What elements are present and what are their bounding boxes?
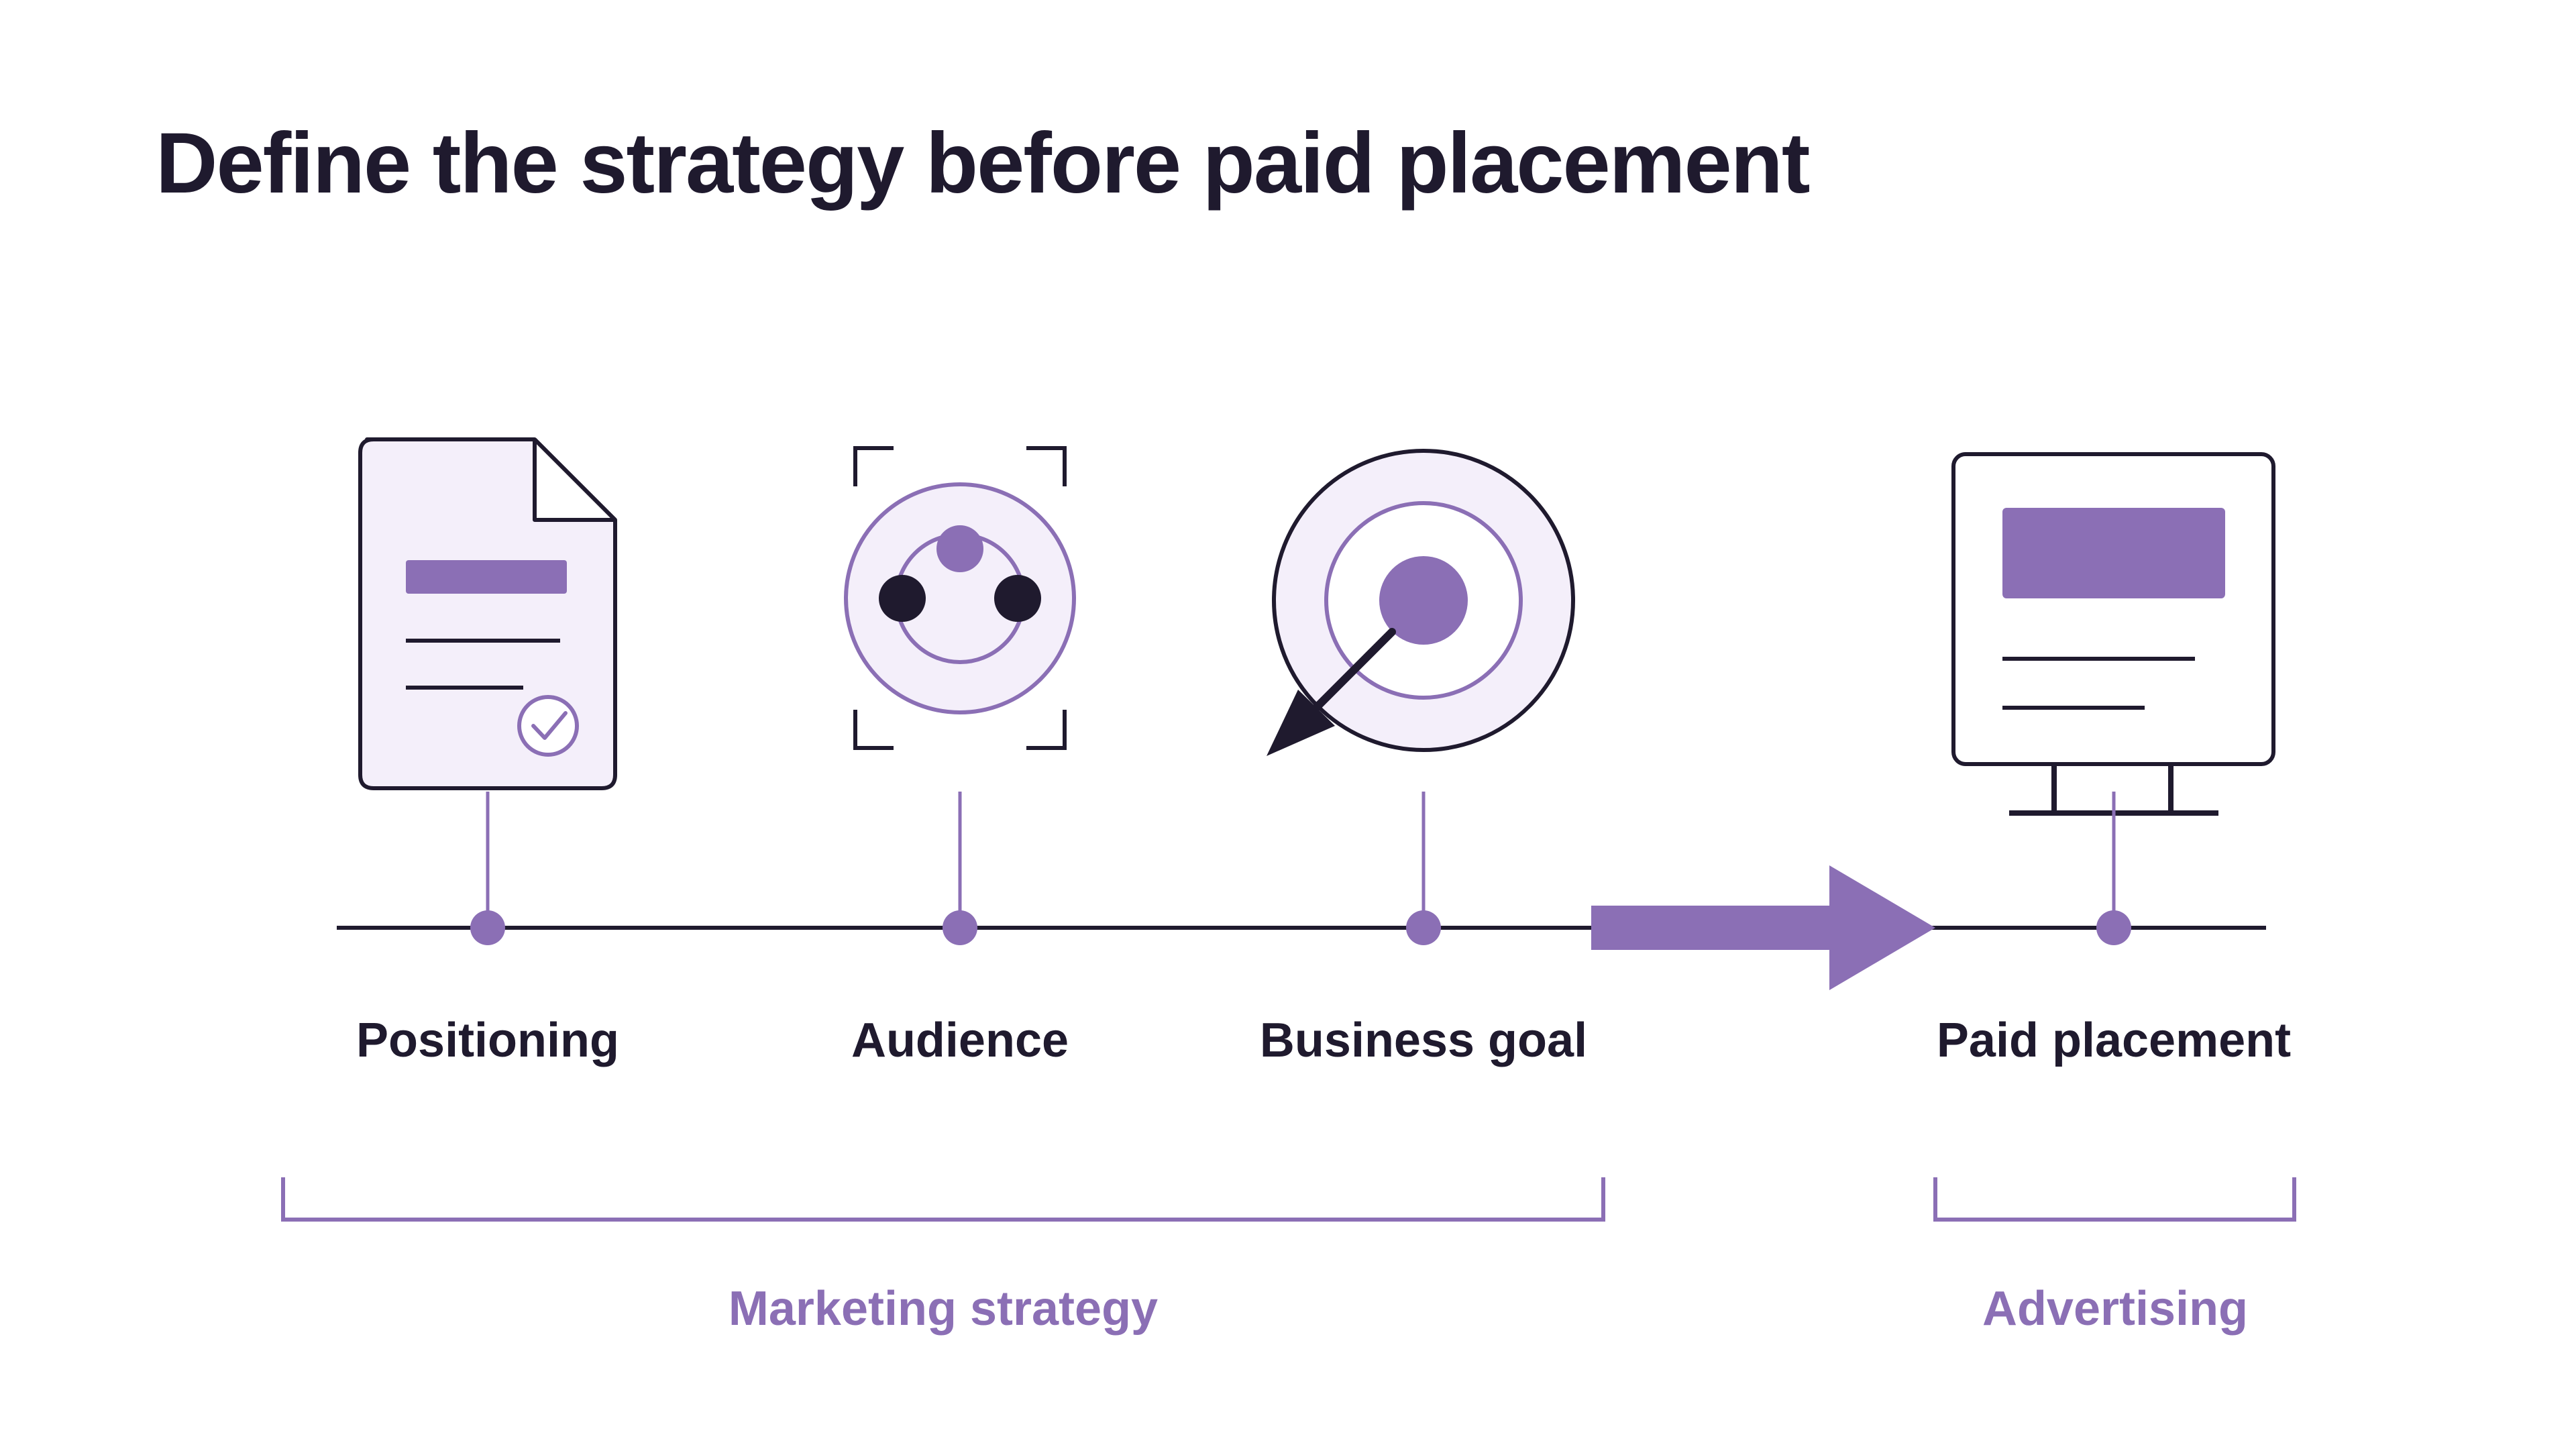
- bracket-advertising: [1933, 1177, 2296, 1222]
- timeline-node-positioning: [470, 792, 505, 945]
- step-label-positioning: Positioning: [356, 1014, 619, 1067]
- step-label-audience: Audience: [851, 1014, 1069, 1067]
- group-label-marketing-strategy: Marketing strategy: [729, 1282, 1158, 1336]
- step-label-business-goal: Business goal: [1260, 1014, 1587, 1067]
- timeline-node-audience: [943, 792, 977, 945]
- step-label-paid-placement: Paid placement: [1937, 1014, 2291, 1067]
- timeline-node-paid-placement: [2096, 792, 2131, 945]
- transition-arrow: [1591, 865, 1935, 990]
- group-label-advertising: Advertising: [1982, 1282, 2248, 1336]
- monitor-ad-icon: [1951, 452, 2275, 816]
- document-check-icon: [358, 437, 617, 790]
- bracket-marketing-strategy: [281, 1177, 1605, 1222]
- target-arrow-icon: [1267, 449, 1575, 756]
- timeline-node-business-goal: [1406, 792, 1441, 945]
- audience-focus-icon: [844, 446, 1076, 750]
- page-title: Define the strategy before paid placemen…: [156, 115, 1810, 211]
